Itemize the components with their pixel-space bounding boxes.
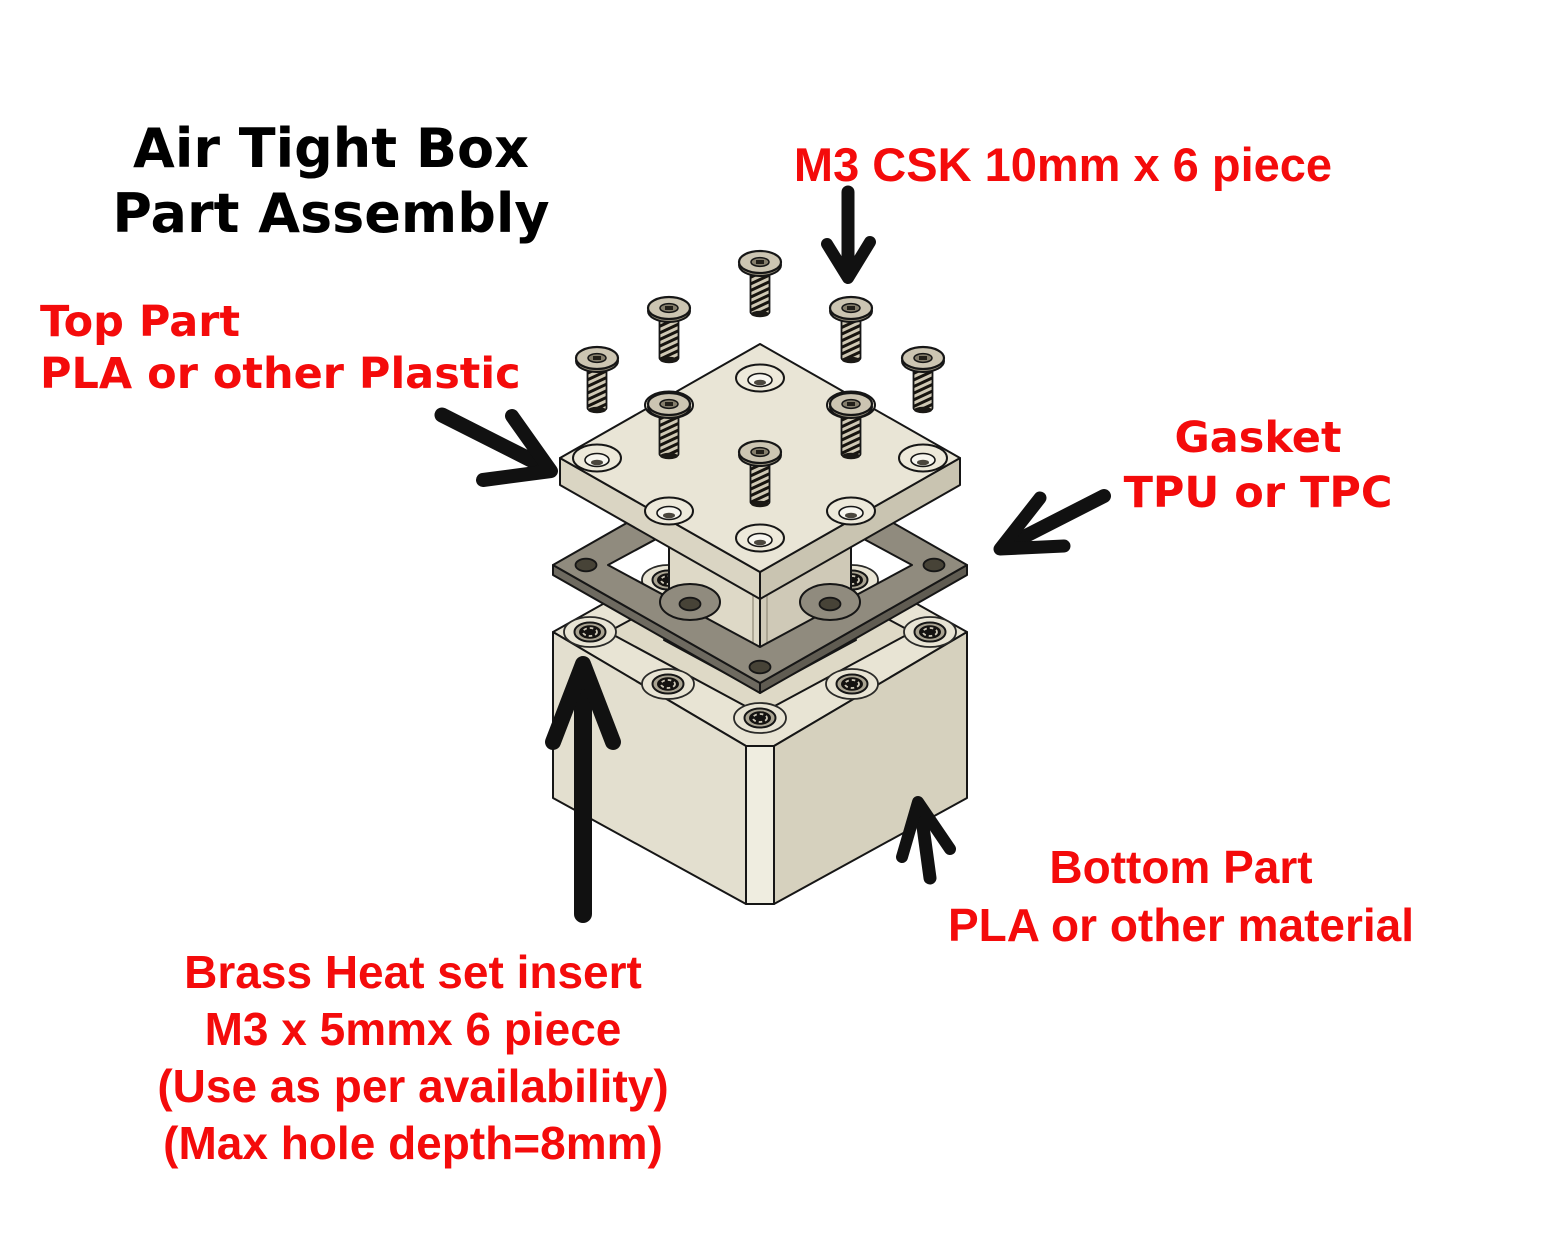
insert-hole <box>903 616 957 648</box>
annotation-arrows <box>434 185 1111 923</box>
gasket-annotation: Gasket TPU or TPC <box>1123 413 1393 518</box>
gasket-arrow-icon <box>993 489 1111 556</box>
countersunk-hole <box>898 443 948 473</box>
insert-hole <box>825 668 879 700</box>
title-line1: Air Tight Box <box>133 117 529 180</box>
m3-csk-screw <box>646 391 692 460</box>
countersunk-hole <box>735 523 785 553</box>
gasket-hole <box>574 557 598 573</box>
countersunk-hole <box>644 496 694 526</box>
insert-hole <box>733 702 787 734</box>
insert-hole <box>641 668 695 700</box>
insert-annotation: Brass Heat set insert M3 x 5mmx 6 piece … <box>157 946 669 1169</box>
countersunk-hole <box>826 496 876 526</box>
title-line2: Part Assembly <box>112 182 550 245</box>
m3-csk-screw <box>828 295 874 364</box>
insert-arrow-icon <box>545 656 621 923</box>
screws-arrow-icon <box>821 185 876 284</box>
countersunk-hole <box>735 363 785 393</box>
m3-csk-screw <box>737 439 783 508</box>
gasket-hole <box>818 596 842 612</box>
gasket-hole <box>748 659 772 675</box>
screws-annotation: M3 CSK 10mm x 6 piece <box>793 138 1333 191</box>
insert-hole <box>563 616 617 648</box>
m3-csk-screw <box>828 391 874 460</box>
bottom-part-arrow-icon <box>896 796 956 885</box>
m3-csk-screw <box>646 295 692 364</box>
gasket-hole <box>678 596 702 612</box>
m3-csk-screw <box>900 345 946 414</box>
diagram-title: Air Tight Box Part Assembly <box>112 116 549 246</box>
m3-csk-screw <box>574 345 620 414</box>
countersunk-hole <box>572 443 622 473</box>
m3-csk-screw <box>737 249 783 318</box>
top-part-arrow-icon <box>434 407 558 487</box>
top-part-annotation: Top Part PLA or other Plastic <box>40 297 521 399</box>
csk-screws-group <box>574 249 946 508</box>
gasket-hole <box>922 557 946 573</box>
bottom-part-annotation: Bottom Part PLA or other material <box>947 841 1415 951</box>
